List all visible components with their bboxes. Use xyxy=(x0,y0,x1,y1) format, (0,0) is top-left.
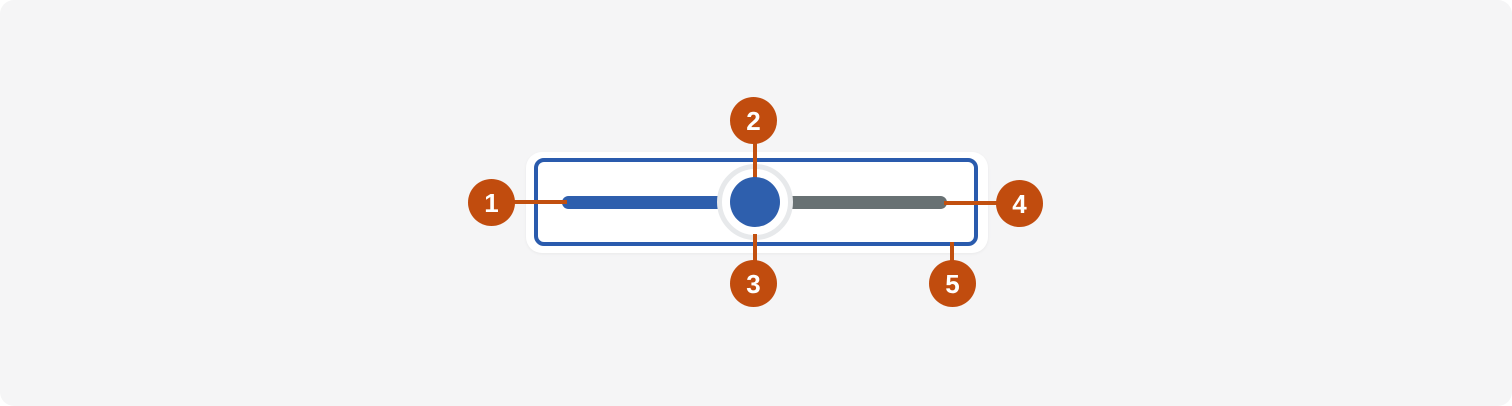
callout-badge-5-label: 5 xyxy=(945,268,960,299)
slider-track-unfilled xyxy=(752,196,947,209)
slider-thumb xyxy=(730,177,780,227)
callout-line-1 xyxy=(491,200,567,204)
callout-badge-4: 4 xyxy=(996,180,1043,227)
callout-badge-4-label: 4 xyxy=(1012,188,1027,219)
callout-line-3 xyxy=(753,234,757,284)
callout-badge-1-label: 1 xyxy=(484,187,499,218)
callout-badge-3: 3 xyxy=(730,260,777,307)
callout-line-2 xyxy=(753,120,757,180)
callout-badge-1: 1 xyxy=(468,179,515,226)
callout-badge-2-label: 2 xyxy=(746,105,761,136)
slider-track-fill xyxy=(562,196,760,209)
callout-badge-3-label: 3 xyxy=(746,268,761,299)
callout-badge-2: 2 xyxy=(730,97,777,144)
callout-line-4 xyxy=(944,201,1020,205)
callout-badge-5: 5 xyxy=(929,260,976,307)
